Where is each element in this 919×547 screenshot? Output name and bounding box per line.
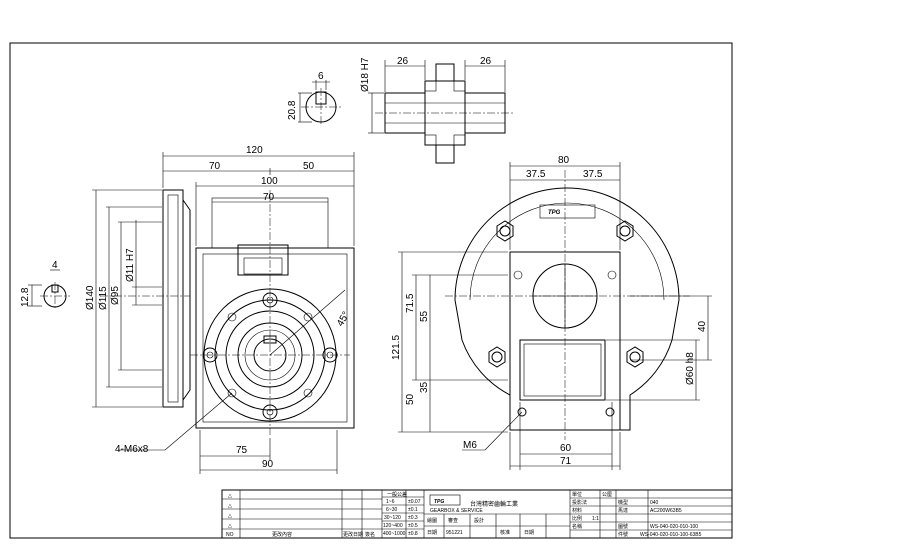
scale-label: 比例 [572, 515, 582, 522]
tol-val-2: ±0.3 [408, 515, 418, 521]
company-name: 台灣精密齒輪工業 [470, 500, 518, 508]
shaft-key-detail: 6 20.8 [287, 71, 341, 126]
model-value: 040 [650, 500, 659, 506]
side-dia-115: Ø115 [98, 286, 109, 310]
brand-sub: GEARBOX & SERVICE [430, 508, 483, 514]
front-dia-60: Ø60 h8 [685, 352, 696, 385]
approve-label: 核准 [500, 529, 510, 536]
coupling-bore: Ø18 H7 [360, 57, 371, 92]
model-label: 機型 [618, 499, 628, 506]
motor-value: AC200W63B5 [650, 508, 682, 514]
side-top-width: 70 [263, 192, 275, 203]
scale-value: 1:1 [592, 516, 599, 522]
shaft-key-height: 20.8 [287, 100, 298, 120]
tolerance-header: 一般公差 [387, 491, 407, 498]
rev-date-label: 更改日期 [343, 531, 363, 538]
check-label: 日期 [524, 530, 534, 536]
front-overall-width: 80 [558, 155, 570, 166]
name-label: 名稱 [572, 523, 582, 530]
side-right-part: 50 [303, 161, 315, 172]
title-block: △ △ △ △ NO 更改內容 更改日期 簽名 一般公差 1~6 ±0.07 6… [221, 489, 733, 539]
coupling-left-length: 26 [397, 56, 409, 67]
left-key-width: 4 [52, 260, 58, 271]
front-h-40: 40 [697, 320, 708, 332]
coupling-detail: 26 26 Ø18 H7 [360, 56, 515, 164]
drawing-label: 圖號 [618, 523, 628, 530]
part-value: WS-040-020-010-100-63B5 [640, 532, 702, 538]
drawn-label: 繪圖 [427, 517, 437, 524]
svg-text:△: △ [228, 493, 232, 499]
rev-sign-label: 簽名 [365, 531, 375, 538]
date-value: 951221 [446, 530, 463, 536]
side-body-width: 100 [261, 176, 278, 187]
left-key-detail: 4 12.8 [20, 260, 70, 310]
design-label: 設計 [474, 517, 484, 524]
tol-val-1: ±0.1 [408, 507, 418, 513]
unit-value: 公厘 [602, 492, 612, 498]
side-overall-width: 120 [246, 145, 263, 156]
front-view: TPG 80 37.5 37.5 121.5 [391, 155, 712, 470]
side-holes-note: 4-M6x8 [115, 444, 149, 455]
svg-text:TPG: TPG [548, 210, 561, 216]
side-dia-140: Ø140 [85, 285, 96, 310]
front-half-left: 37.5 [526, 169, 546, 180]
front-h-35: 35 [419, 381, 430, 393]
drawing-value: WS-040-020-010-100 [650, 524, 698, 530]
side-bottom-total: 90 [262, 459, 274, 470]
part-label: 件號 [618, 531, 628, 538]
tol-val-0: ±0.07 [408, 499, 421, 505]
svg-text:△: △ [228, 503, 232, 509]
rev-no-label: NO [226, 532, 234, 538]
proj-label: 投影法 [572, 499, 587, 506]
review-label: 審查 [448, 517, 458, 524]
side-dia-95: Ø95 [110, 286, 121, 305]
unit-label: 單位 [572, 491, 582, 498]
tol-range-0: 1~6 [386, 499, 395, 505]
tol-range-1: 6~30 [386, 507, 397, 513]
side-angle: 45° [335, 310, 352, 329]
coupling-right-length: 26 [480, 56, 492, 67]
motor-label: 馬達 [618, 507, 628, 514]
material-label: 材料 [572, 507, 582, 514]
front-bottom-60: 60 [560, 443, 572, 454]
tol-range-3: 120~400 [383, 523, 403, 529]
rev-content-label: 更改內容 [272, 531, 292, 538]
front-half-right: 37.5 [583, 169, 603, 180]
front-h-71-5: 71.5 [405, 293, 416, 313]
front-thread: M6 [463, 440, 477, 451]
front-bottom-71: 71 [560, 456, 572, 467]
tol-val-4: ±0.8 [408, 531, 418, 537]
tol-val-3: ±0.5 [408, 523, 418, 529]
svg-text:△: △ [228, 513, 232, 519]
front-h-121-5: 121.5 [391, 335, 402, 360]
side-view: 45° 120 70 50 100 70 Ø140 Ø115 Ø95 Ø11 H… [85, 145, 355, 474]
front-h-55: 55 [419, 310, 430, 322]
side-left-part: 70 [209, 161, 221, 172]
side-bore: Ø11 H7 [125, 248, 136, 282]
date-label: 日期 [427, 530, 437, 536]
svg-text:TPG: TPG [434, 499, 444, 505]
side-bottom-left: 75 [236, 445, 248, 456]
svg-text:△: △ [228, 523, 232, 529]
front-h-50: 50 [405, 393, 416, 405]
tol-range-2: 30~120 [384, 515, 401, 521]
shaft-key-width: 6 [318, 71, 324, 82]
left-key-height: 12.8 [20, 287, 31, 307]
tol-range-4: 400~1000 [383, 531, 406, 537]
